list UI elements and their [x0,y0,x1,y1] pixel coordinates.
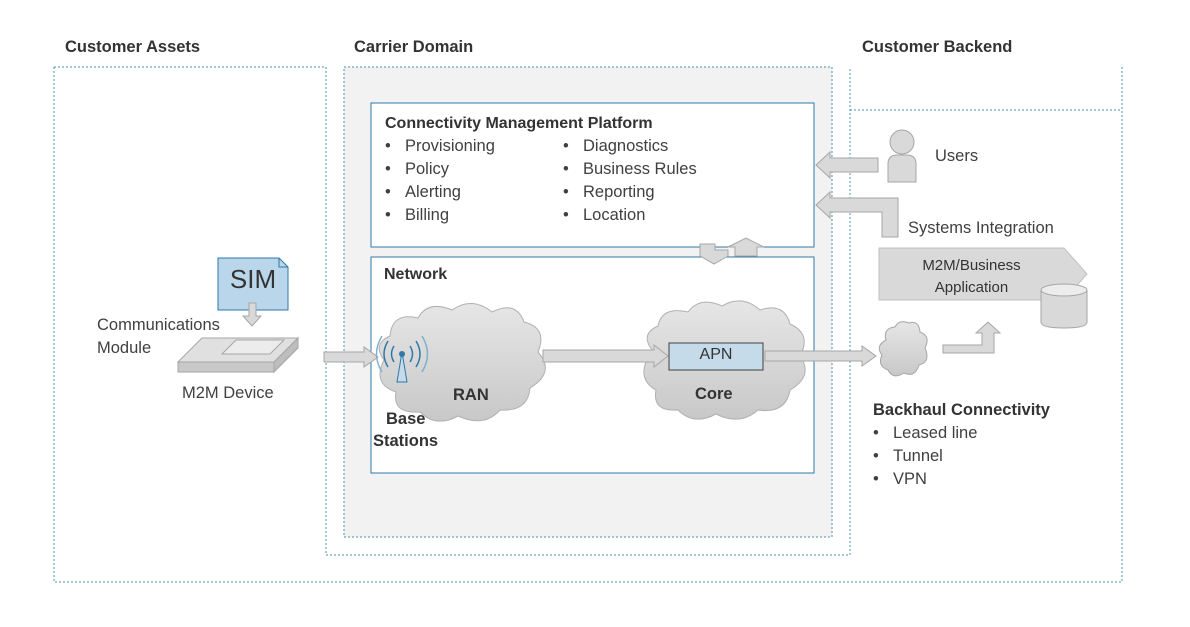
list-item: •Location [563,206,646,224]
list-item: •Diagnostics [563,137,669,155]
core-label: Core [695,385,733,403]
base-station-icon [375,335,429,383]
core-to-backhaul-arrow [764,345,877,367]
list-item: •Reporting [563,183,655,201]
comm-module-label-1: Communications [97,316,220,334]
sim-down-arrow [241,302,263,327]
base-stations-label-1: Base [386,410,426,428]
users-to-cmp-arrow [815,150,879,180]
ran-cloud [378,303,546,422]
customer-assets-frame [54,66,851,556]
list-item: •Alerting [385,183,461,201]
cmp-left-list: •Provisioning •Policy •Alerting •Billing [385,135,495,227]
list-item: •Provisioning [385,137,495,155]
m2m-application-label: M2M/Business Application [879,255,1064,299]
customer-backend-title: Customer Backend [862,38,1013,56]
cmp-network-arrow-up [727,237,765,257]
base-stations-label-2: Stations [373,432,439,450]
customer-assets-title: Customer Assets [65,38,201,56]
list-item: •VPN [873,470,927,488]
ran-label: RAN [453,386,489,404]
list-item: •Leased line [873,424,978,442]
list-item: •Policy [385,160,450,178]
sim-card-icon [217,257,289,311]
users-label: Users [935,147,979,165]
m2m-device-label: M2M Device [182,384,274,402]
cmp-title: Connectivity Management Platform [385,115,653,132]
user-icon [887,129,917,183]
list-item: •Business Rules [563,160,697,178]
cmp-right-list: •Diagnostics •Business Rules •Reporting … [563,135,697,227]
m2m-application-line-2: Application [934,279,1009,296]
apn-label: APN [699,346,733,363]
backhaul-up-arrow [942,321,1002,354]
m2m-application-line-1: M2M/Business [922,257,1021,274]
sim-label: SIM [229,264,277,294]
backhaul-list: •Leased line •Tunnel •VPN [873,422,977,491]
apn-box [668,342,764,371]
comm-module-label-2: Module [97,339,152,357]
backhaul-title: Backhaul Connectivity [873,401,1050,419]
systems-integration-label: Systems Integration [908,219,1054,237]
m2m-device-icon [176,336,300,374]
cmp-network-arrow-down [699,243,729,265]
sysint-to-cmp-arrow [815,190,899,238]
database-icon [1040,283,1088,329]
network-title: Network [384,266,448,283]
list-item: •Billing [385,206,450,224]
device-to-bs-arrow [323,346,379,368]
carrier-domain-title: Carrier Domain [354,38,474,56]
list-item: •Tunnel [873,447,943,465]
outer-frame [53,67,1123,583]
ran-to-core-arrow [542,343,669,369]
backhaul-cloud [878,321,928,377]
cmp-box [370,102,815,248]
